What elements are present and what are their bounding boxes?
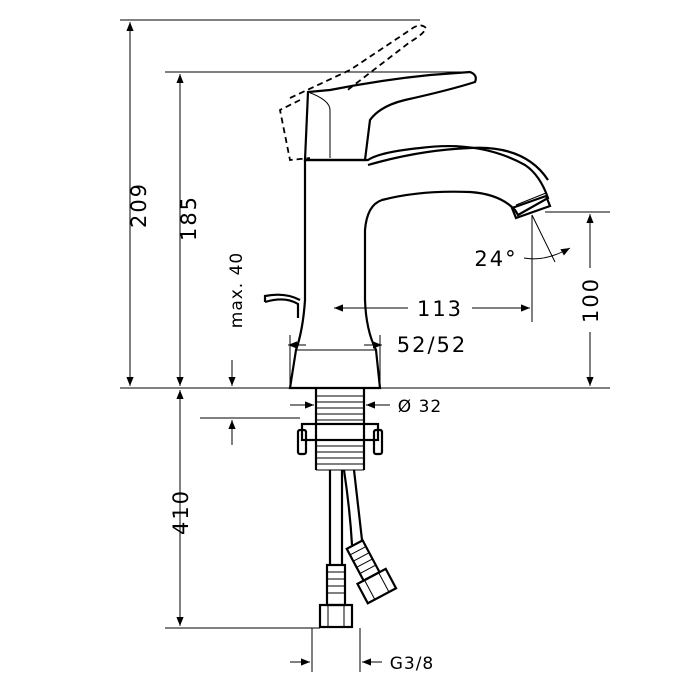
label-outlet-height: 100 [579,277,603,323]
label-total-height: 209 [127,182,151,228]
label-spout-angle: 24° [474,247,517,271]
mounting-assembly [296,388,398,629]
extension-lines [120,19,610,672]
dimension-labels: 209 185 max. 40 113 100 24° 52/52 Ø 32 4… [127,182,603,674]
label-connection: G3/8 [390,654,435,674]
label-hose-length: 410 [169,489,193,535]
label-body-diameter: 52/52 [397,333,468,357]
label-spout-height: 185 [177,195,201,241]
label-max-deck: max. 40 [227,252,247,328]
dimension-lines [126,22,594,666]
label-shank-diameter: Ø 32 [398,397,442,417]
label-spout-projection: 113 [417,297,463,321]
